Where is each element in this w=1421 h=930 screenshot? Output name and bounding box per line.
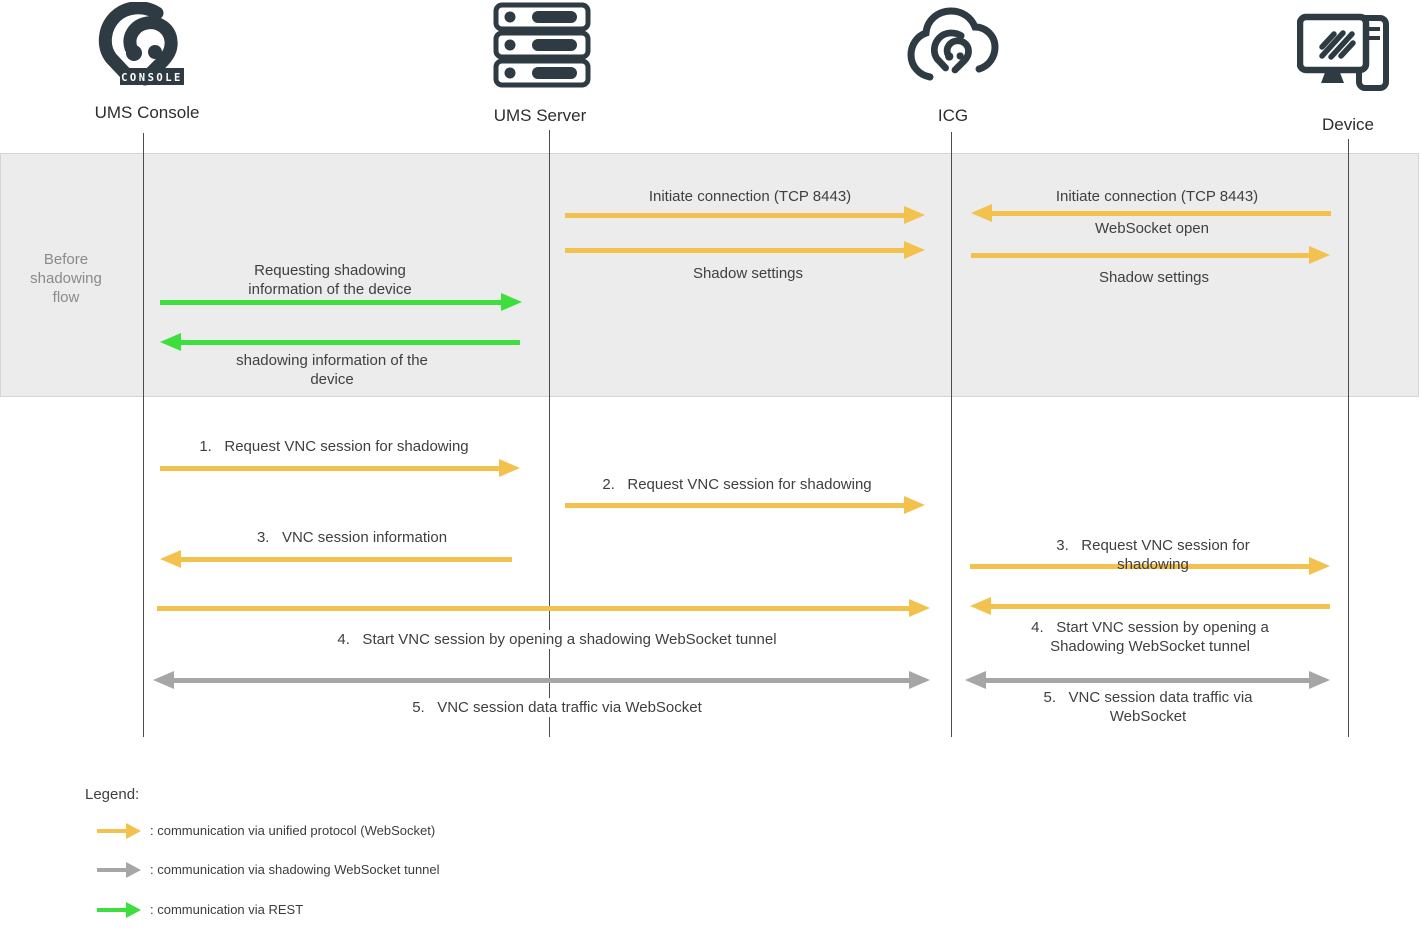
ums-server-icon	[493, 2, 591, 88]
arrow-request-shadowing-info	[160, 293, 522, 311]
before-shadowing-band	[0, 153, 1419, 397]
msg-shadow-settings-right: Shadow settings	[1098, 269, 1210, 286]
lifeline-icg	[951, 132, 952, 737]
lifeline-device	[1348, 139, 1349, 737]
actor-label-ums-server: UMS Server	[493, 106, 587, 125]
msg-step3-right: 3. Request VNC session for shadowing	[1056, 537, 1254, 573]
msg-shadowing-info-of-device: shadowing information of the device	[236, 352, 428, 388]
msg-step2: 2. Request VNC session for shadowing	[602, 476, 872, 493]
arrow-initiate-connection-server-icg	[565, 206, 925, 224]
arrow-shadow-settings-icg-device	[971, 246, 1330, 264]
msg-requesting-shadowing-info: Requesting shadowing information of the …	[248, 262, 412, 298]
arrow-step5-data-traffic-long	[153, 671, 930, 689]
arrow-step5-data-traffic-device	[965, 671, 1330, 689]
msg-initiate-connection-mid: Initiate connection (TCP 8443)	[648, 188, 852, 205]
msg-step4-long: 4. Start VNC session by opening a shadow…	[329, 630, 785, 649]
legend-arrow-yellow-icon	[97, 823, 141, 839]
arrow-step4-start-vnc-long	[157, 599, 930, 617]
msg-shadow-settings-mid: Shadow settings	[692, 265, 804, 282]
msg-step3-left: 3. VNC session information	[256, 529, 448, 546]
device-icon	[1297, 13, 1389, 91]
icg-cloud-icon	[907, 7, 999, 81]
lifeline-ums-server	[549, 130, 550, 737]
arrow-step4-start-vnc-device	[970, 597, 1330, 615]
arrow-initiate-connection-device-icg	[971, 204, 1331, 222]
legend-arrow-gray-icon	[97, 862, 141, 878]
arrow-step3-vnc-session-info	[160, 550, 512, 568]
actor-label-icg: ICG	[937, 106, 969, 125]
ums-console-icon: CONSOLE	[98, 2, 184, 86]
arrow-step3-request-vnc-device	[970, 557, 1330, 575]
legend-item-rest: : communication via REST	[150, 902, 304, 917]
msg-step4-right: 4. Start VNC session by opening a Shadow…	[1031, 619, 1269, 655]
arrow-shadow-settings-server-icg	[565, 241, 925, 259]
arrow-step1-request-vnc	[160, 459, 520, 477]
legend-arrow-green-icon	[97, 902, 141, 918]
msg-step5-right: 5. VNC session data traffic via WebSocke…	[1043, 689, 1253, 725]
msg-step5-long: 5. VNC session data traffic via WebSocke…	[404, 698, 710, 717]
arrow-step2-request-vnc	[565, 496, 925, 514]
legend-item-unified-protocol: : communication via unified protocol (We…	[150, 823, 436, 838]
before-shadowing-label: Before shadowing flow	[30, 251, 102, 306]
console-badge-text: CONSOLE	[121, 72, 183, 84]
lifeline-ums-console	[143, 133, 144, 737]
arrow-shadowing-info-response	[160, 333, 520, 351]
actor-label-device: Device	[1322, 115, 1374, 134]
msg-step1: 1. Request VNC session for shadowing	[199, 438, 469, 455]
legend-title: Legend:	[85, 786, 140, 803]
actor-label-ums-console: UMS Console	[94, 103, 200, 122]
legend-item-websocket-tunnel: : communication via shadowing WebSocket …	[150, 862, 440, 877]
msg-websocket-open: WebSocket open	[1095, 220, 1209, 237]
msg-initiate-connection-right: Initiate connection (TCP 8443)	[1055, 188, 1259, 205]
